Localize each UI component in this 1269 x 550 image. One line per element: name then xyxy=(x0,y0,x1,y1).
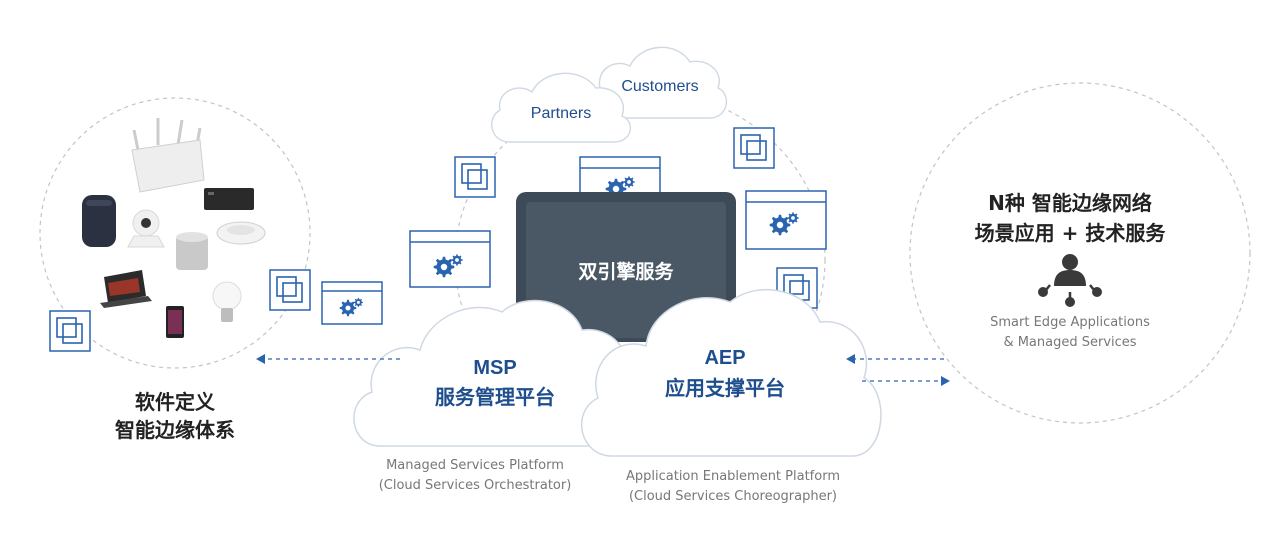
left-label-line2: 智能边缘体系 xyxy=(115,418,235,442)
router-icon xyxy=(131,118,205,193)
aep-cloud xyxy=(581,289,882,457)
light-bulb-icon xyxy=(212,281,242,322)
customers-label: Customers xyxy=(621,78,699,95)
settings-window-icon xyxy=(745,190,827,250)
camera-icon xyxy=(127,209,165,248)
sensor-canister-icon xyxy=(176,232,208,270)
right-dashed-circle xyxy=(909,82,1251,424)
arrow-to-right xyxy=(862,376,950,386)
laptop-icon xyxy=(100,270,152,308)
msp-subtitle: 服务管理平台 xyxy=(435,385,555,409)
center-dashed-arc xyxy=(454,89,826,431)
mini-pc-icon xyxy=(204,188,254,210)
settings-window-icon xyxy=(321,281,383,325)
partners-label: Partners xyxy=(530,105,592,122)
settings-window-icon xyxy=(409,230,491,288)
app-icon xyxy=(733,127,775,169)
partners-cloud xyxy=(491,72,632,143)
right-en-line2: & Managed Services xyxy=(1003,335,1137,350)
right-label-line2: 场景应用 + 技术服务 xyxy=(974,221,1166,245)
app-icon xyxy=(454,156,496,198)
arrow-from-right xyxy=(846,354,944,364)
app-icon xyxy=(269,269,311,311)
left-label-line1: 软件定义 xyxy=(135,390,215,414)
monitor-label: 双引擎服务 xyxy=(578,261,674,283)
right-en-line1: Smart Edge Applications xyxy=(990,315,1150,330)
msp-en-line2: (Cloud Services Orchestrator) xyxy=(378,478,572,493)
phone-icon xyxy=(166,306,184,338)
msp-title: MSP xyxy=(473,357,517,379)
aep-subtitle: 应用支撑平台 xyxy=(665,376,785,400)
aep-en-line1: Application Enablement Platform xyxy=(625,469,840,484)
device-group xyxy=(82,118,266,338)
right-label-line1: N种 智能边缘网络 xyxy=(988,191,1152,215)
aep-title: AEP xyxy=(704,347,746,369)
msp-en-line1: Managed Services Platform xyxy=(386,458,564,473)
arrow-to-left xyxy=(256,354,400,364)
left-dashed-circle xyxy=(39,97,311,369)
smoke-detector-icon xyxy=(216,221,266,245)
app-icon xyxy=(49,310,91,352)
aep-en-line2: (Cloud Services Choreographer) xyxy=(628,489,838,504)
person-network-icon xyxy=(1038,254,1102,307)
gateway-cylinder-icon xyxy=(82,195,116,247)
